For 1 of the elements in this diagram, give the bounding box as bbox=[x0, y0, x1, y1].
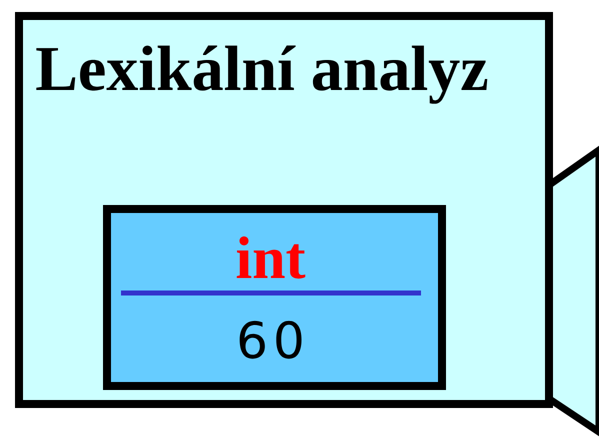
token-box: int 60 bbox=[103, 205, 446, 390]
